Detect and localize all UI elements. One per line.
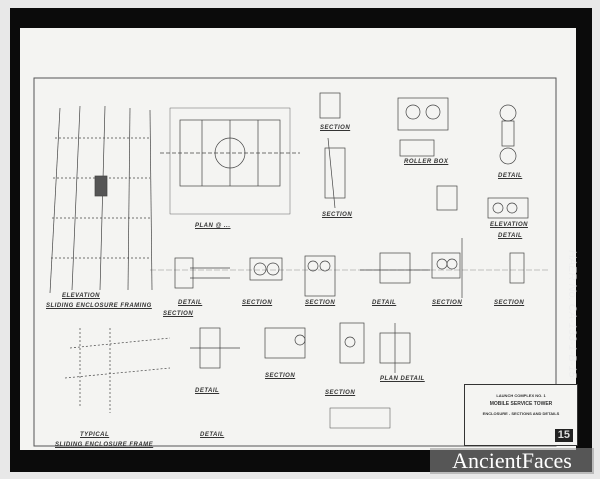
lower-details <box>64 322 411 429</box>
watermark: AncientFaces <box>430 448 594 474</box>
plan-label: PLAN @ ... <box>195 223 231 229</box>
section-label: SECTION <box>325 390 356 396</box>
haer-number: HAER No. CA-133-1-B-15 <box>566 250 578 378</box>
typical-label: TYPICAL <box>80 432 110 438</box>
section-label: SECTION <box>322 212 353 218</box>
detail-label: DETAIL <box>200 432 225 438</box>
roller-box-label: ROLLER BOX <box>404 159 449 165</box>
section-label: SECTION <box>265 373 296 379</box>
section-label: SECTION <box>494 300 525 306</box>
section-label: SECTION <box>242 300 273 306</box>
upper-details <box>319 92 529 219</box>
typical-subtitle: SLIDING ENCLOSURE FRAME <box>55 442 154 448</box>
section-label: SECTION <box>305 300 336 306</box>
elevation-label: ELEVATION <box>62 293 100 299</box>
title-block: LAUNCH COMPLEX NO. 1 MOBILE SERVICE TOWE… <box>464 384 578 446</box>
section-label: SECTION <box>432 300 463 306</box>
section-label: SECTION <box>163 311 194 317</box>
sheet-title: ENCLOSURE - SECTIONS AND DETAILS <box>482 411 560 416</box>
sheet-number: 15 <box>554 429 573 442</box>
plan-view <box>160 107 300 215</box>
elevation-framing <box>49 105 153 294</box>
plan-detail-label: PLAN DETAIL <box>380 376 425 382</box>
middle-details <box>150 238 550 298</box>
detail-label: DETAIL <box>178 300 203 306</box>
detail-label: DETAIL <box>498 173 523 179</box>
drawing-linework <box>33 77 557 447</box>
elevation-label: ELEVATION <box>490 222 528 228</box>
drawing-sheet: ELEVATION SLIDING ENCLOSURE FRAMING SECT… <box>20 28 578 450</box>
detail-label: DETAIL <box>498 233 523 239</box>
structure-name: MOBILE SERVICE TOWER <box>489 401 553 407</box>
section-label: SECTION <box>320 125 351 131</box>
detail-label: DETAIL <box>195 388 220 394</box>
detail-label: DETAIL <box>372 300 397 306</box>
elevation-subtitle: SLIDING ENCLOSURE FRAMING <box>46 303 152 309</box>
project-name: LAUNCH COMPLEX NO. 1 <box>496 393 546 398</box>
